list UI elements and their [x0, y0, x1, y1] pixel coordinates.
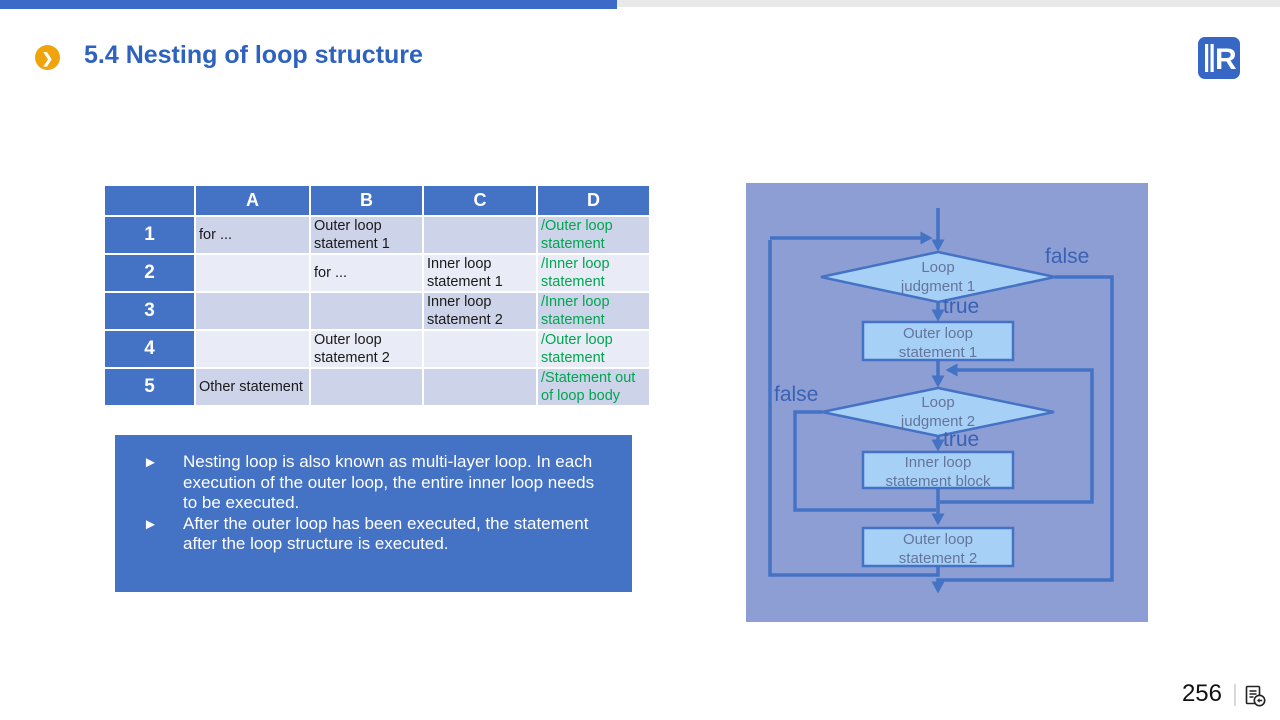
loop-judgment-2-label: Loop judgment 2: [900, 394, 976, 430]
cell-d2: /Inner loop statement: [538, 255, 649, 291]
top-accent-bar: [0, 0, 617, 9]
table-row: 1 for ... Outer loop statement 1 /Outer …: [105, 217, 649, 253]
col-header-d: D: [538, 186, 649, 215]
outer-statement-1-box: [861, 320, 1015, 362]
row-number: 5: [105, 369, 194, 405]
logo-letter: R: [1215, 43, 1237, 76]
cell-a1: for ...: [196, 217, 309, 253]
cell-b2: for ...: [311, 255, 422, 291]
table-header-row: A B C D: [105, 186, 649, 215]
triangle-bullet-icon: ►: [143, 454, 158, 471]
false-label-2: false: [774, 383, 819, 406]
cell-a4: [196, 331, 309, 367]
table-row: 5 Other statement /Statement out of loop…: [105, 369, 649, 405]
cell-d5: /Statement out of loop body: [538, 369, 649, 405]
cell-a3: [196, 293, 309, 329]
flow-arrows: [768, 208, 1114, 594]
table-corner-cell: [105, 186, 194, 215]
chevron-circle-icon: ❯: [35, 45, 60, 70]
cell-b3: [311, 293, 422, 329]
footer-divider: [1234, 684, 1236, 706]
table-row: 4 Outer loop statement 2 /Outer loop sta…: [105, 331, 649, 367]
inner-statement-block-box: [861, 450, 1015, 490]
bullet-text: After the outer loop has been executed, …: [183, 513, 589, 554]
cell-c2: Inner loop statement 1: [424, 255, 536, 291]
chevron-glyph: ❯: [41, 49, 54, 66]
outer-statement-2-box: [861, 526, 1015, 568]
outer-return-line: [768, 240, 940, 577]
row-number: 4: [105, 331, 194, 367]
inner-statement-block-label: Inner loop statement block: [885, 454, 991, 490]
cell-a5: Other statement: [196, 369, 309, 405]
info-box: ► Nesting loop is also known as multi-la…: [115, 435, 632, 592]
cell-d3: /Inner loop statement: [538, 293, 649, 329]
row-number: 3: [105, 293, 194, 329]
row-number: 2: [105, 255, 194, 291]
top-accent-bar-light: [617, 0, 1280, 7]
cell-c1: [424, 217, 536, 253]
flowchart-panel: Loop judgment 1 Outer loop statement 1 L…: [746, 183, 1148, 622]
cell-b1: Outer loop statement 1: [311, 217, 422, 253]
loop-judgment-2-diamond: [821, 386, 1055, 438]
table-row: 3 Inner loop statement 2 /Inner loop sta…: [105, 293, 649, 329]
cell-b5: [311, 369, 422, 405]
false-label-1: false: [1045, 245, 1090, 268]
cell-d4: /Outer loop statement: [538, 331, 649, 367]
flowchart-graphics: [768, 208, 1114, 594]
cell-d1: /Outer loop statement: [538, 217, 649, 253]
table-row: 2 for ... Inner loop statement 1 /Inner …: [105, 255, 649, 291]
cell-a2: [196, 255, 309, 291]
col-header-a: A: [196, 186, 309, 215]
outer-statement-2-label: Outer loop statement 2: [898, 531, 978, 567]
col-header-c: C: [424, 186, 536, 215]
flow-shapes: [820, 250, 1056, 568]
false2-line: [793, 410, 936, 512]
return-to-contents-icon[interactable]: [1243, 684, 1267, 708]
col-header-b: B: [311, 186, 422, 215]
outer-statement-1-label: Outer loop statement 1: [898, 325, 978, 361]
bullet-item: ► Nesting loop is also known as multi-la…: [115, 452, 632, 514]
code-structure-table: A B C D 1 for ... Outer loop statement 1…: [103, 184, 651, 407]
cell-c3: Inner loop statement 2: [424, 293, 536, 329]
row-number: 1: [105, 217, 194, 253]
loop-judgment-1-diamond: [820, 250, 1056, 304]
page-title: 5.4 Nesting of loop structure: [84, 41, 423, 69]
bullet-item: ► After the outer loop has been executed…: [115, 514, 632, 555]
triangle-bullet-icon: ►: [143, 515, 158, 533]
cell-c5: [424, 369, 536, 405]
page-number: 256: [1181, 680, 1222, 707]
true-label-2: true: [943, 428, 980, 451]
loop-judgment-1-label: Loop judgment 1: [900, 259, 976, 295]
false-exit-line: [931, 275, 1114, 594]
true-label-1: true: [943, 295, 980, 318]
cell-b4: Outer loop statement 2: [311, 331, 422, 367]
inner-return-arrow: [940, 363, 1094, 504]
bullet-text: Nesting loop is also known as multi-laye…: [183, 452, 595, 512]
cell-c4: [424, 331, 536, 367]
brand-logo-icon: R: [1198, 37, 1240, 79]
